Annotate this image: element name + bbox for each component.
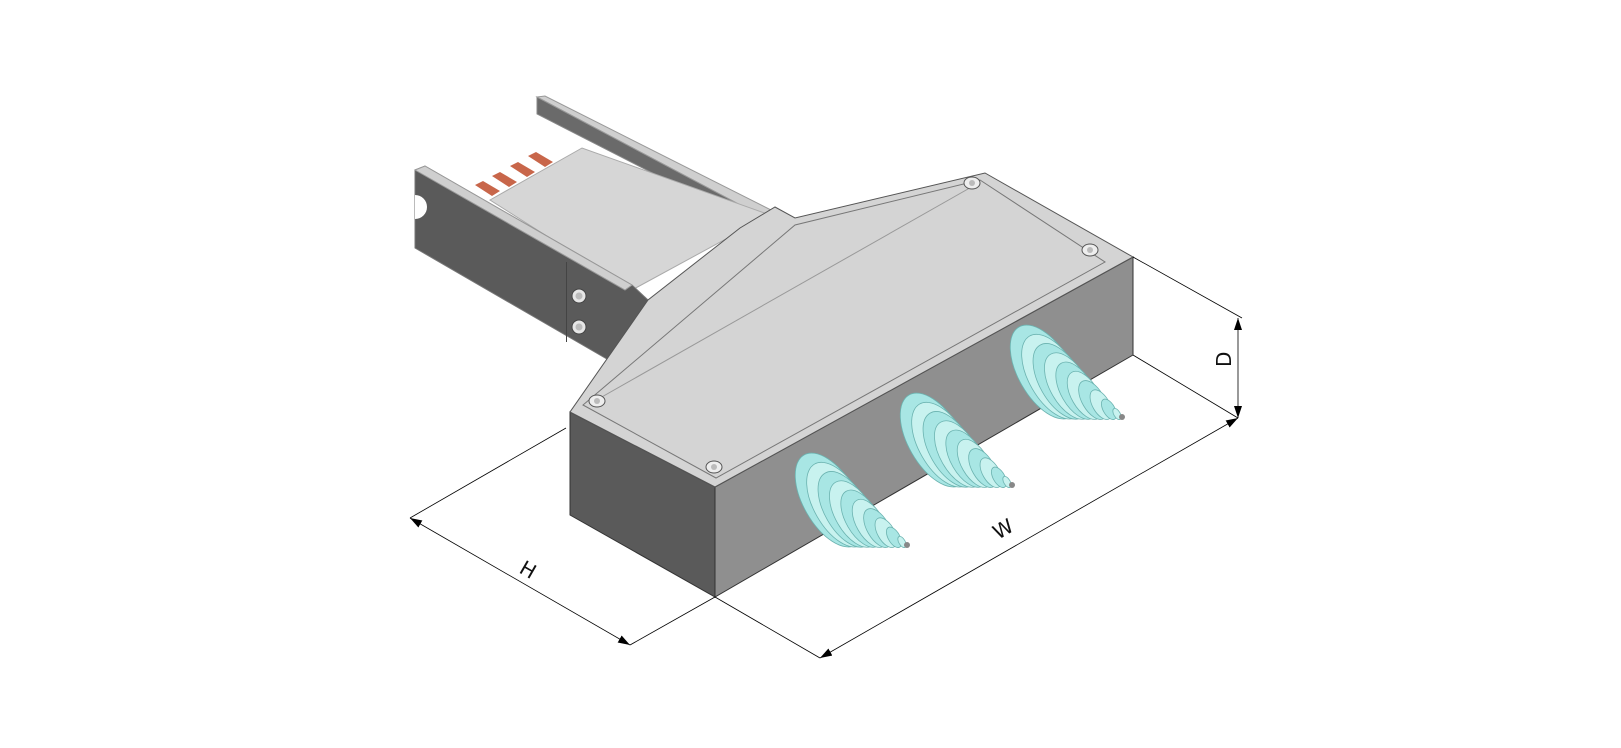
gland-tip [1009,482,1015,488]
gland-tip [1119,414,1125,420]
busway-left-rail [413,165,633,291]
bolt [571,288,587,304]
busbar [528,152,553,167]
busbar [492,172,517,187]
lid-screw [705,460,723,474]
height-label: H [516,556,541,584]
lid-screw [1081,243,1099,257]
depth-label: D [1212,352,1236,367]
width-dimension-line [819,417,1239,659]
copper-busbars [475,152,553,196]
lid-screw [588,394,606,408]
gland-tip [904,542,910,548]
width-label: W [989,514,1018,545]
cable-notch [415,195,427,219]
busbar [475,181,500,196]
lid-outline [582,179,1106,479]
cable-gland [1009,324,1125,421]
busway-section [413,95,777,363]
dimension-annotations [409,256,1243,659]
height-dimension-line [409,517,631,646]
bolt [571,319,587,335]
busbar [510,162,535,177]
lid-screw [963,176,981,190]
box-top-face [569,172,1135,488]
